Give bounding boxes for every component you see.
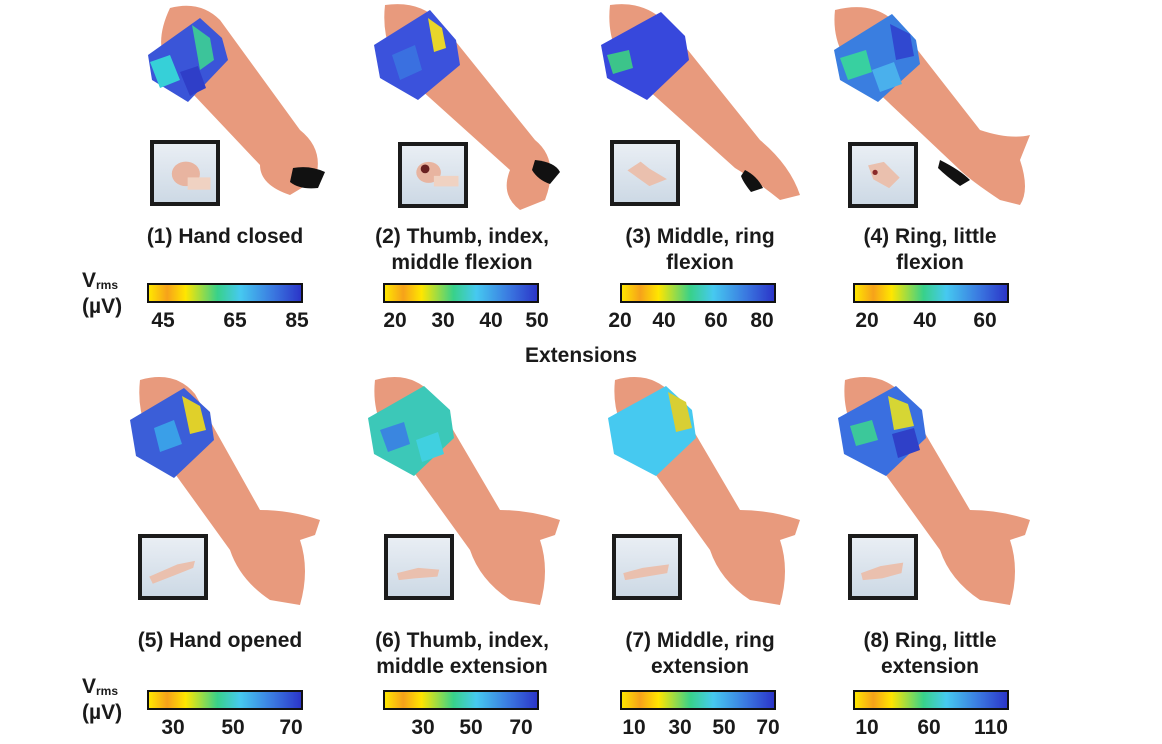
colorbar-2 bbox=[383, 283, 539, 303]
caption-1: (1) Hand closed bbox=[146, 225, 304, 248]
caption-2: (2) Thumb, index,middle flexion bbox=[375, 225, 549, 274]
vrms-label-bottom: Vrms (µV) bbox=[82, 675, 123, 724]
colorbar-ticks-6: 30 50 70 bbox=[411, 716, 533, 739]
caption-5: (5) Hand opened bbox=[137, 629, 303, 652]
gesture-photo-2 bbox=[398, 142, 468, 208]
colorbar-8 bbox=[853, 690, 1009, 710]
arm-illustration-4 bbox=[820, 0, 1040, 240]
colorbar-7 bbox=[620, 690, 776, 710]
gesture-photo-7 bbox=[612, 534, 682, 600]
section-title: Extensions bbox=[524, 344, 638, 367]
colorbar-5 bbox=[147, 690, 303, 710]
colorbar-6 bbox=[383, 690, 539, 710]
arm-illustration-6 bbox=[360, 370, 580, 610]
gesture-photo-4 bbox=[848, 142, 918, 208]
caption-6: (6) Thumb, index,middle extension bbox=[375, 629, 549, 678]
gesture-photo-3 bbox=[610, 140, 680, 206]
gesture-photo-1 bbox=[150, 140, 220, 206]
gesture-photo-8 bbox=[848, 534, 918, 600]
gesture-photo-6 bbox=[384, 534, 454, 600]
colorbar-ticks-1: 45 65 85 bbox=[151, 309, 309, 332]
colorbar-ticks-8: 10 60 110 bbox=[855, 716, 1008, 739]
arm-illustration-5 bbox=[110, 370, 330, 610]
colorbar-ticks-3: 20 40 60 80 bbox=[608, 309, 774, 332]
colorbar-3 bbox=[620, 283, 776, 303]
colorbar-ticks-4: 20 40 60 bbox=[855, 309, 997, 332]
colorbar-ticks-2: 20 30 40 50 bbox=[383, 309, 549, 332]
colorbar-ticks-5: 30 50 70 bbox=[161, 716, 303, 739]
gesture-photo-5 bbox=[138, 534, 208, 600]
arm-illustration-1 bbox=[110, 0, 330, 240]
vrms-label-top: Vrms (µV) bbox=[82, 269, 123, 318]
arm-illustration-7 bbox=[600, 370, 820, 610]
colorbar-1 bbox=[147, 283, 303, 303]
colorbar-ticks-7: 10 30 50 70 bbox=[622, 716, 780, 739]
arm-illustration-2 bbox=[360, 0, 580, 240]
arm-illustration-8 bbox=[830, 370, 1050, 610]
arm-illustration-3 bbox=[585, 0, 805, 240]
colorbar-4 bbox=[853, 283, 1009, 303]
